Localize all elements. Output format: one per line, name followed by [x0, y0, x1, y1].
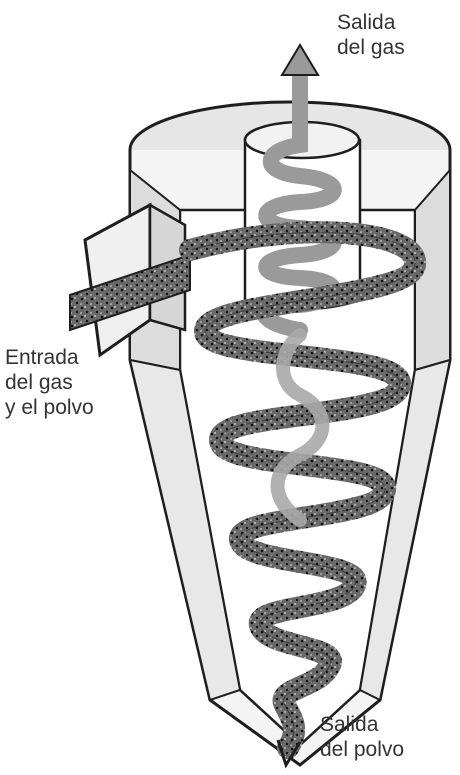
dust-outlet-label-line-2: del polvo — [320, 737, 404, 762]
gas-dust-inlet-label: Entrada del gas y el polvo — [5, 345, 94, 420]
dust-outlet-label-line-1: Salida — [320, 712, 404, 737]
gas-outlet-label: Salida del gas — [337, 10, 405, 60]
gas-dust-inlet-label-line-3: y el polvo — [5, 395, 94, 420]
gas-outlet-label-line-2: del gas — [337, 35, 405, 60]
gas-outlet-arrow-icon — [282, 45, 318, 75]
gas-dust-inlet-label-line-2: del gas — [5, 370, 94, 395]
dust-outlet-label: Salida del polvo — [320, 712, 404, 762]
gas-dust-inlet-label-line-1: Entrada — [5, 345, 94, 370]
gas-outlet-label-line-1: Salida — [337, 10, 405, 35]
